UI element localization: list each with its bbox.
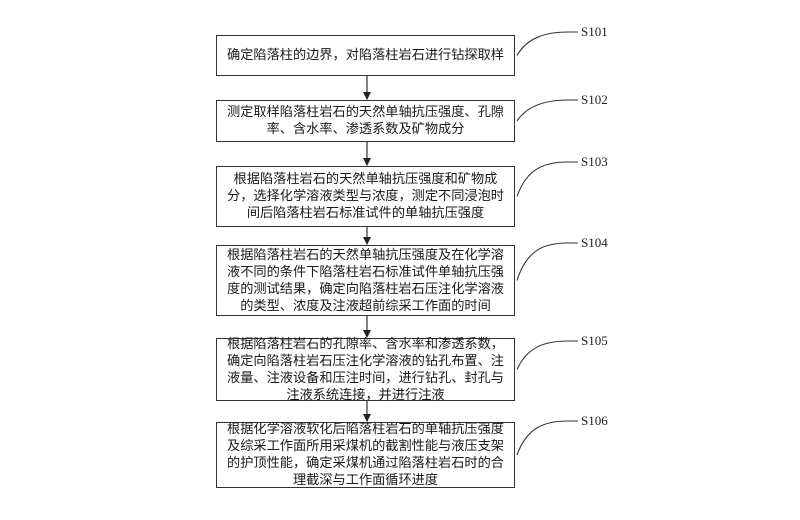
label-leader-line bbox=[516, 420, 578, 456]
step-text-line: 注液系统连接，并进行注液 bbox=[286, 387, 445, 403]
label-leader-line bbox=[516, 99, 578, 122]
step-box-s103: 根据陷落柱岩石的天然单轴抗压强度和矿物成分，选择化学溶液类型与浓度，测定不同浸泡… bbox=[216, 166, 515, 227]
step-text-line: 率、含水率、渗透系数及矿物成分 bbox=[266, 122, 465, 137]
step-text-line: 的类型、浓度及注液超前综采工作面的时间 bbox=[240, 298, 491, 314]
label-leader-line bbox=[516, 161, 578, 197]
label-leader-line bbox=[516, 340, 578, 370]
step-text: 根据陷落柱岩石的天然单轴抗压强度和矿物成分，选择化学溶液类型与浓度，测定不同浸泡… bbox=[227, 171, 504, 222]
step-box-s102: 测定取样陷落柱岩石的天然单轴抗压强度、孔隙率、含水率、渗透系数及矿物成分 bbox=[216, 100, 515, 142]
step-text-line: 根据陷落柱岩石的天然单轴抗压强度及在化学溶 bbox=[227, 247, 504, 263]
step-box-s104: 根据陷落柱岩石的天然单轴抗压强度及在化学溶液不同的条件下陷落柱岩石标准试件单轴抗… bbox=[216, 245, 515, 316]
step-label-s106: S106 bbox=[581, 413, 608, 428]
step-text-line: 确定向陷落柱岩石压注化学溶液的钻孔布置、注 bbox=[227, 353, 504, 369]
step-text-line: 根据陷落柱岩石的天然单轴抗压强度和矿物成 bbox=[233, 172, 498, 187]
step-label-s104: S104 bbox=[581, 235, 608, 250]
step-box-s101: 确定陷落柱的边界，对陷落柱岩石进行钻探取样 bbox=[216, 35, 515, 76]
step-text-line: 度的测试结果，确定向陷落柱岩石压注化学溶液 bbox=[227, 281, 504, 297]
step-text-line: 液不同的条件下陷落柱岩石标准试件单轴抗压强 bbox=[227, 264, 504, 280]
step-text: 根据陷落柱岩石的天然单轴抗压强度及在化学溶液不同的条件下陷落柱岩石标准试件单轴抗… bbox=[227, 247, 504, 315]
label-leader-line bbox=[516, 31, 578, 56]
step-text-line: 的护顶性能，确定采煤机通过陷落柱岩石时的合 bbox=[227, 456, 504, 471]
step-label-s105: S105 bbox=[581, 333, 608, 348]
step-text: 根据化学溶液软化后陷落柱岩石的单轴抗压强度及综采工作面所用采煤机的截割性能与液压… bbox=[227, 421, 504, 489]
step-text-line: 液量、注液设备和压注时间，进行钻孔、封孔与 bbox=[227, 370, 504, 386]
step-text-line: 理截深与工作面循环进度 bbox=[292, 473, 439, 488]
step-text: 确定陷落柱的边界，对陷落柱岩石进行钻探取样 bbox=[227, 47, 504, 64]
step-box-s106: 根据化学溶液软化后陷落柱岩石的单轴抗压强度及综采工作面所用采煤机的截割性能与液压… bbox=[216, 422, 515, 488]
step-text: 测定取样陷落柱岩石的天然单轴抗压强度、孔隙率、含水率、渗透系数及矿物成分 bbox=[227, 104, 504, 138]
label-leader-line bbox=[516, 242, 578, 281]
step-box-s105: 根据陷落柱岩石的孔隙率、含水率和渗透系数，确定向陷落柱岩石压注化学溶液的钻孔布置… bbox=[216, 336, 515, 404]
step-label-s102: S102 bbox=[581, 92, 608, 107]
step-text-line: 间后陷落柱岩石标准试件的单轴抗压强度 bbox=[246, 206, 485, 221]
step-text: 根据陷落柱岩石的孔隙率、含水率和渗透系数，确定向陷落柱岩石压注化学溶液的钻孔布置… bbox=[227, 336, 504, 404]
step-text-line: 根据陷落柱岩石的孔隙率、含水率和渗透系数， bbox=[227, 336, 504, 352]
step-text-line: 及综采工作面所用采煤机的截割性能与液压支架 bbox=[227, 439, 504, 454]
step-text-line: 分，选择化学溶液类型与浓度，测定不同浸泡时 bbox=[227, 189, 504, 204]
step-label-s101: S101 bbox=[581, 24, 608, 39]
step-label-s103: S103 bbox=[581, 154, 608, 169]
step-text-line: 测定取样陷落柱岩石的天然单轴抗压强度、孔隙 bbox=[227, 105, 504, 120]
step-text-line: 确定陷落柱的边界，对陷落柱岩石进行钻探取样 bbox=[227, 48, 504, 63]
step-text-line: 根据化学溶液软化后陷落柱岩石的单轴抗压强度 bbox=[227, 422, 504, 437]
